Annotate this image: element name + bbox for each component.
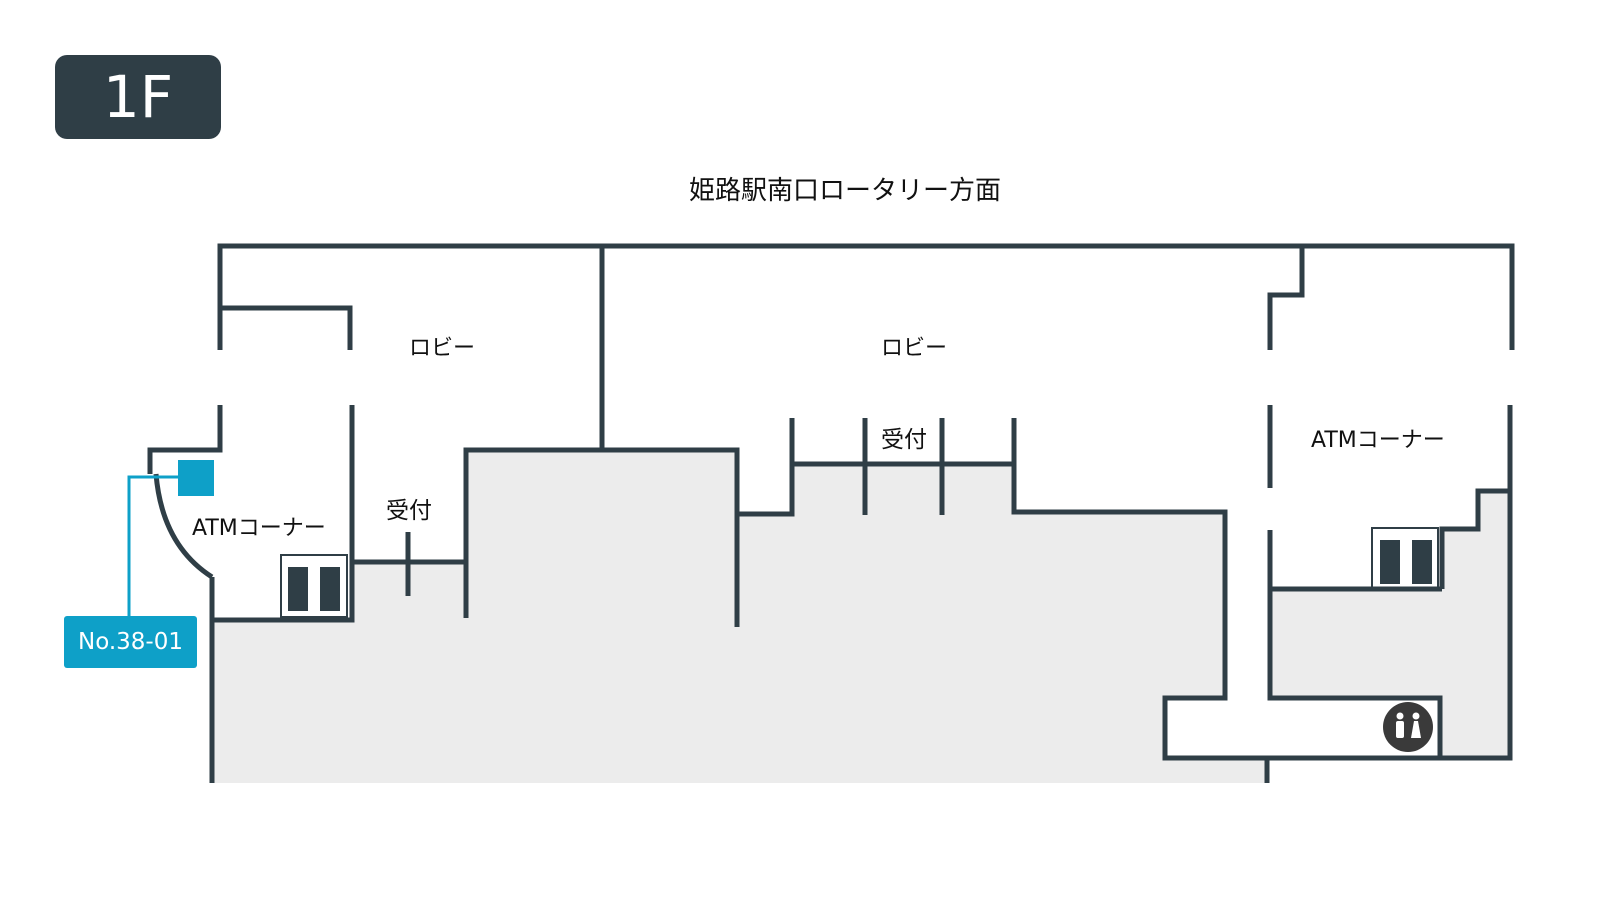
back-office-area-right — [1272, 491, 1508, 758]
direction-label: 姫路駅南口ロータリー方面 — [688, 176, 1001, 206]
room-label-lobby-center: ロビー — [881, 336, 947, 361]
room-label-lobby-left: ロビー — [409, 336, 475, 361]
location-square-icon — [127, 460, 214, 616]
wall-right-atm-lower — [1267, 530, 1443, 758]
room-label-atm-right: ATMコーナー — [1311, 428, 1445, 453]
wall-center-block — [463, 447, 740, 627]
wall-curve — [153, 473, 214, 580]
wall-top — [217, 243, 1515, 350]
room-label-reception-center: 受付 — [881, 427, 927, 453]
wall-left-inner-top — [220, 305, 353, 350]
wall-center-right — [1011, 418, 1270, 783]
wall-atm-left-bottom — [212, 405, 355, 623]
wall-right-stairs — [1439, 488, 1508, 589]
floor-badge: 1F — [55, 55, 221, 139]
wall-right-notch — [1267, 246, 1305, 350]
wall-left-atm-top — [147, 405, 223, 474]
atm-machine-icon — [1371, 527, 1439, 590]
wall-right-top — [1267, 405, 1513, 761]
walls — [147, 243, 1515, 783]
room-label-reception-left: 受付 — [386, 498, 432, 524]
wall-center-step — [737, 418, 795, 517]
restroom-icon — [1383, 702, 1433, 752]
atm-machine-icon — [280, 554, 348, 618]
location-marker-label[interactable]: No.38-01 — [64, 616, 197, 668]
room-label-atm-left: ATMコーナー — [192, 516, 326, 541]
